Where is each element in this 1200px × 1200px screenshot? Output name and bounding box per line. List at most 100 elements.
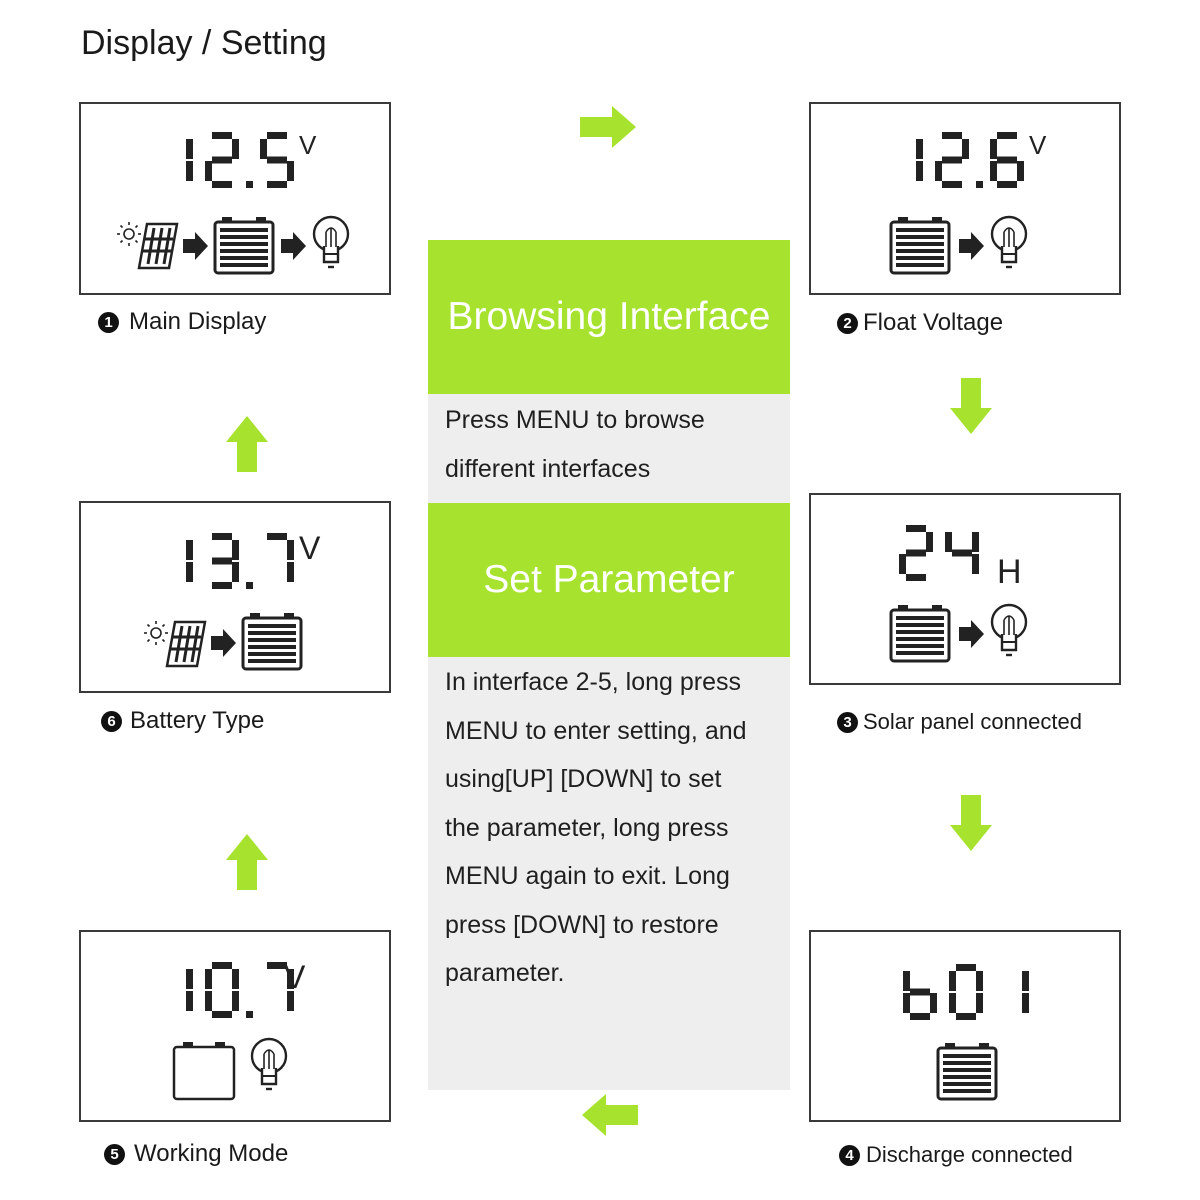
lcd-segment <box>186 161 193 181</box>
sun-icon <box>117 222 141 246</box>
unit-label: V <box>299 530 321 566</box>
lcd-segment <box>287 540 294 560</box>
lcd-segment <box>906 549 926 557</box>
bulb-icon <box>990 603 1028 657</box>
lcd-segment <box>267 132 287 139</box>
set-line: In interface 2-5, long press <box>445 668 741 696</box>
unit-label: V <box>1029 130 1047 160</box>
decimal-point <box>246 1011 253 1018</box>
browsing-description: Press MENU to browse different interface… <box>445 396 705 493</box>
empty-battery-icon <box>172 1042 236 1101</box>
segment-readout <box>186 533 294 589</box>
step-number-badge: 6 <box>101 711 122 732</box>
lcd-segment <box>976 971 983 991</box>
lcd-segment <box>267 156 287 164</box>
solar-panel-icon <box>165 620 207 668</box>
screen-solar-panel-connected: H <box>809 493 1121 685</box>
lcd-segment <box>186 969 193 989</box>
segment-readout <box>186 132 294 188</box>
caption-label: Discharge connected <box>866 1142 1073 1167</box>
segment-readout <box>916 132 1024 188</box>
arrow-icon <box>959 620 984 648</box>
set-parameter-description: In interface 2-5, long press MENU to ent… <box>445 658 747 998</box>
lcd-segment <box>906 525 926 532</box>
lcd-segment <box>212 582 232 589</box>
lcd-segment <box>997 132 1017 139</box>
step-number-badge: 1 <box>98 312 119 333</box>
lcd-segment <box>1017 161 1024 181</box>
segment-readout <box>903 964 1029 1020</box>
arrow-down-icon <box>950 378 992 434</box>
screen-float-voltage: V <box>809 102 1121 295</box>
lcd-segment <box>935 161 942 181</box>
lcd-segment <box>997 181 1017 188</box>
lcd-segment <box>260 139 267 159</box>
lcd-segment <box>212 557 232 565</box>
lcd-segment <box>232 969 239 989</box>
unit-label: H <box>997 553 1022 591</box>
lcd-segment <box>212 181 232 188</box>
lcd-segment <box>186 991 193 1011</box>
battery-icon <box>889 217 951 275</box>
caption-label: Main Display <box>129 308 267 335</box>
lcd-segment <box>287 562 294 582</box>
lcd-segment <box>916 161 923 181</box>
set-parameter-heading: Set Parameter <box>428 503 790 657</box>
set-line: using[UP] [DOWN] to set <box>445 765 722 793</box>
lcd-discharge-connected <box>903 964 1029 1101</box>
bulb-icon <box>312 215 350 269</box>
step-number-badge: 2 <box>837 313 858 334</box>
lcd-segment <box>1022 993 1029 1013</box>
battery-icon <box>889 605 951 663</box>
lcd-segment <box>232 139 239 159</box>
step-number-badge: 4 <box>839 1145 860 1166</box>
lcd-segment <box>186 139 193 159</box>
browsing-line: different interfaces <box>445 454 651 483</box>
bulb-icon <box>250 1037 288 1091</box>
lcd-segment <box>942 156 962 164</box>
set-line: parameter. <box>445 959 565 987</box>
lcd-segment <box>267 181 287 188</box>
lcd-segment <box>942 181 962 188</box>
lcd-segment <box>212 533 232 540</box>
caption-label: Float Voltage <box>863 309 1004 336</box>
lcd-segment <box>956 1013 976 1020</box>
unit-label: V <box>299 130 317 160</box>
lcd-segment <box>972 554 979 574</box>
lcd-segment <box>267 533 287 540</box>
arrow-icon <box>183 232 208 260</box>
lcd-segment <box>212 132 232 139</box>
lcd-segment <box>205 161 212 181</box>
lcd-segment <box>910 988 930 996</box>
arrow-icon <box>959 232 984 260</box>
screen-main-display: V <box>79 102 391 295</box>
segment-readout <box>186 962 294 1018</box>
arrow-left-icon <box>582 1094 638 1136</box>
lcd-segment <box>952 549 972 557</box>
caption-label: Solar panel connected <box>863 709 1082 734</box>
lcd-segment <box>945 532 952 552</box>
segment-readout <box>899 525 979 581</box>
caption-label: Battery Type <box>130 707 265 734</box>
lcd-segment <box>232 991 239 1011</box>
lcd-segment <box>212 1011 232 1018</box>
lcd-segment <box>949 993 956 1013</box>
lcd-solar-panel-connected: H <box>889 525 1028 663</box>
unit-label: V <box>284 959 306 995</box>
lcd-segment <box>972 532 979 552</box>
decimal-point <box>246 582 253 589</box>
arrow-down-icon <box>950 795 992 851</box>
decimal-point <box>246 181 253 188</box>
caption-main-display: 1 Main Display <box>98 308 266 336</box>
lcd-segment <box>1022 971 1029 991</box>
lcd-segment <box>186 562 193 582</box>
lcd-segment <box>930 993 937 1013</box>
set-line: MENU again to exit. Long <box>445 862 730 890</box>
lcd-segment <box>232 540 239 560</box>
lcd-segment <box>287 991 294 1011</box>
sun-icon <box>144 621 168 645</box>
caption-discharge-connected: 4 Discharge connected <box>839 1142 1073 1168</box>
lcd-segment <box>997 156 1017 164</box>
